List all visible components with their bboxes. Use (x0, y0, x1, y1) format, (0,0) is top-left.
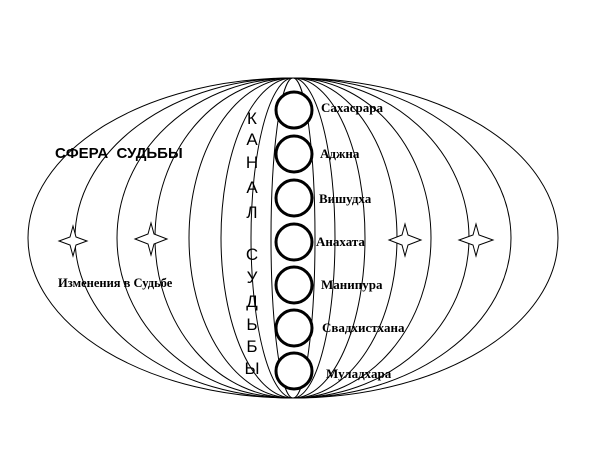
canal-letter: Д (246, 292, 258, 311)
canal-letter: С (246, 245, 258, 264)
star-icon (387, 222, 423, 258)
chakra-circle (274, 265, 314, 305)
star-icon (457, 222, 495, 258)
chakra-label: Свадхистхана (322, 320, 405, 335)
canal-letter: Л (246, 203, 257, 222)
chakra-circle (274, 90, 314, 130)
chakra-label: Манипура (321, 277, 383, 292)
chakra-label: Вишудха (319, 191, 372, 206)
chakra-circle (274, 351, 314, 391)
chakra-label: Сахасрара (321, 100, 383, 115)
chakra-circle (274, 134, 314, 174)
chakra-column (274, 90, 314, 391)
chakra-labels: Сахасрара Аджна Вишудха Анахата Манипура… (316, 100, 405, 381)
canal-letter: А (246, 178, 258, 197)
chakra-circle (274, 178, 314, 218)
chakra-circle (274, 308, 314, 348)
canal-of-fate-label: К А Н А Л С У Д Ь Б Ы (244, 109, 259, 378)
star-icon (57, 224, 89, 258)
chakra-label: Муладхара (326, 366, 392, 381)
canal-letter: Ы (244, 359, 259, 378)
canal-letter: К (247, 109, 257, 128)
changes-in-fate-label: Изменения в Судьбе (58, 276, 173, 290)
diagram-title: СФЕРА СУДЬБЫ (55, 145, 183, 162)
canal-letter: Ь (246, 315, 257, 334)
canal-letter: Б (246, 337, 257, 356)
chakra-label: Анахата (316, 234, 365, 249)
meridian-line (270, 77, 316, 399)
canal-letter: А (246, 130, 258, 149)
chakra-label: Аджна (320, 146, 360, 161)
chakra-circle (274, 222, 314, 262)
canal-letter: Н (246, 153, 258, 172)
canal-letter: У (247, 268, 258, 287)
stars (57, 221, 495, 258)
star-icon (133, 221, 169, 257)
